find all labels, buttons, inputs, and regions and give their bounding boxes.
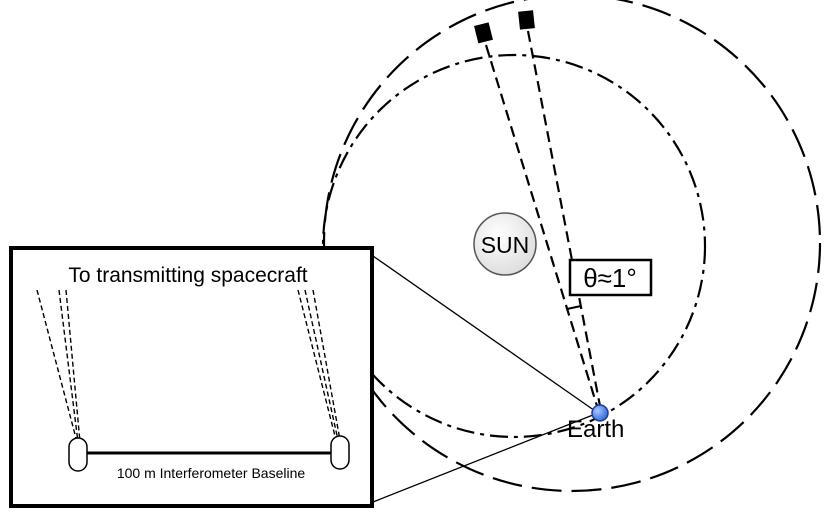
- right-dish-beam-b: [304, 289, 339, 441]
- left-dish: [68, 437, 88, 472]
- sightline-right: [526, 30, 602, 407]
- left-dish-beam-outer: [36, 289, 78, 443]
- left-dish-beam-inner-a: [58, 289, 79, 443]
- right-dish-beam-c: [312, 289, 341, 441]
- inset-panel: To transmitting spacecraft 100 m Interfe…: [9, 246, 374, 508]
- spacecraft-marker-right: [518, 10, 535, 30]
- inner-orbit: [321, 53, 707, 439]
- baseline-label: 100 m Interferometer Baseline: [117, 465, 306, 481]
- angle-box: [568, 258, 653, 297]
- sun: SUN: [473, 212, 537, 276]
- earth: Earth: [567, 404, 624, 443]
- sun-disk: [473, 212, 537, 276]
- inset-connector-top: [372, 255, 599, 414]
- sun-label: SUN: [481, 232, 530, 258]
- inset-connector-bottom: [372, 412, 599, 503]
- left-dish-beam-inner-b: [65, 289, 81, 443]
- spacecraft-marker-left: [474, 22, 493, 44]
- earth-label: Earth: [567, 416, 624, 443]
- sightline-left: [484, 44, 599, 407]
- inset-title: To transmitting spacecraft: [68, 264, 307, 287]
- angle-callout: θ≈1°: [568, 258, 653, 297]
- earth-dot: [591, 404, 609, 422]
- right-dish-beam-a: [297, 289, 337, 441]
- right-dish: [330, 435, 350, 470]
- angle-label: θ≈1°: [583, 263, 637, 293]
- angle-arc: [566, 305, 582, 310]
